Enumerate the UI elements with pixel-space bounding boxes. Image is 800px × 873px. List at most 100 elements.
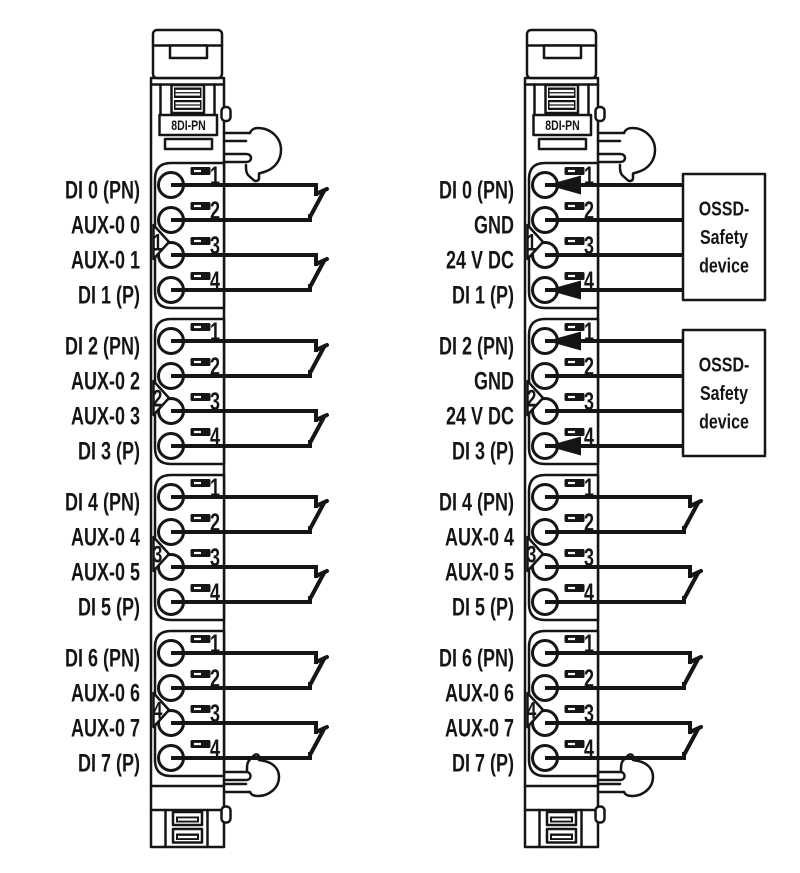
pin-number: 2: [584, 352, 594, 381]
group-number: 1: [527, 230, 537, 256]
terminal-label: DI 6 (PN): [65, 644, 140, 673]
arrow-left-icon: [547, 436, 581, 456]
terminal-label: DI 2 (PN): [439, 332, 514, 361]
pin-number: 3: [584, 231, 594, 260]
pin-number: 1: [210, 629, 220, 658]
ossd-device-label: device: [699, 410, 749, 433]
no-contact-switch-icon: [171, 253, 329, 292]
pin-number: 2: [210, 352, 220, 381]
pin-number: 1: [210, 161, 220, 190]
no-contact-switch-icon: [171, 409, 329, 448]
terminal-label: AUX-0 3: [71, 402, 140, 431]
din-rail-hook-top: [222, 126, 283, 183]
terminal-label: DI 0 (PN): [439, 176, 514, 205]
pin-number: 1: [210, 473, 220, 502]
terminal-label: DI 5 (P): [78, 593, 140, 622]
terminal-label: 24 V DC: [446, 246, 514, 275]
ossd-device-label: OSSD-: [699, 197, 750, 220]
terminal-label: DI 1 (P): [78, 281, 140, 310]
terminal-label: DI 7 (P): [78, 749, 140, 778]
ossd-device-label: OSSD-: [699, 353, 750, 376]
connector-block: [153, 473, 226, 622]
din-rail-hook-bottom: [596, 753, 655, 798]
arrow-left-icon: [547, 331, 581, 351]
terminal-label: AUX-0 4: [71, 523, 140, 552]
group-marker: [152, 379, 171, 417]
terminal-label: AUX-0 4: [445, 523, 514, 552]
terminal-label: DI 3 (P): [78, 437, 140, 466]
pin-number: 3: [210, 231, 220, 260]
pin-number: 2: [210, 508, 220, 537]
group-number: 2: [153, 386, 163, 412]
mounting-clip: [525, 28, 598, 80]
pin-number: 2: [210, 664, 220, 693]
module-name: 8DI-PN: [545, 118, 579, 134]
pin-number: 1: [584, 629, 594, 658]
ossd-device-label: Safety: [700, 225, 749, 248]
terminal-label: DI 2 (PN): [65, 332, 140, 361]
no-contact-switch-icon: [171, 651, 329, 690]
bus-contacts: [170, 83, 206, 115]
pin-number: 4: [210, 734, 220, 763]
no-contact-switch-icon: [545, 565, 703, 604]
mounting-clip: [151, 28, 224, 80]
pin-number: 3: [584, 699, 594, 728]
side-latch: [594, 105, 606, 123]
group-marker: [152, 223, 171, 261]
terminal-label: DI 5 (P): [452, 593, 514, 622]
terminal-label: DI 4 (PN): [439, 488, 514, 517]
group-marker: [526, 691, 545, 729]
pin-number: 3: [210, 699, 220, 728]
connector-block: [153, 629, 226, 778]
terminal-label: DI 1 (P): [452, 281, 514, 310]
no-contact-switch-icon: [171, 495, 329, 534]
pin-number: 2: [584, 664, 594, 693]
pin-number: 1: [584, 473, 594, 502]
module-name: 8DI-PN: [171, 118, 205, 134]
connector-block: [527, 629, 600, 778]
terminal-label: 24 V DC: [446, 402, 514, 431]
terminal-label: GND: [474, 367, 514, 396]
terminal-label: AUX-0 6: [445, 679, 514, 708]
bottom-connector: [523, 784, 600, 849]
pin-number: 1: [584, 161, 594, 190]
pin-number: 2: [210, 196, 220, 225]
connector-block: [153, 161, 226, 310]
no-contact-switch-icon: [171, 183, 329, 222]
pin-number: 3: [584, 387, 594, 416]
label-window: [163, 137, 214, 151]
bus-contacts: [544, 83, 580, 115]
pin-number: 3: [210, 543, 220, 572]
group-number: 3: [527, 542, 537, 568]
label-window: [537, 137, 588, 151]
pin-number: 4: [210, 578, 220, 607]
terminal-label: AUX-0 2: [71, 367, 140, 396]
pin-number: 3: [584, 543, 594, 572]
terminal-label: DI 4 (PN): [65, 488, 140, 517]
pin-number: 4: [584, 734, 594, 763]
din-rail-hook-bottom: [222, 753, 281, 798]
no-contact-switch-icon: [171, 339, 329, 378]
pin-number: 1: [584, 317, 594, 346]
no-contact-switch-icon: [171, 721, 329, 760]
terminal-label: DI 6 (PN): [439, 644, 514, 673]
side-latch: [220, 805, 232, 824]
group-marker: [526, 535, 545, 573]
terminal-label: AUX-0 1: [71, 246, 140, 275]
module-name-badge: [158, 113, 219, 137]
pin-number: 3: [210, 387, 220, 416]
terminal-label: AUX-0 0: [71, 211, 140, 240]
group-number: 2: [527, 386, 537, 412]
side-latch: [594, 805, 606, 824]
